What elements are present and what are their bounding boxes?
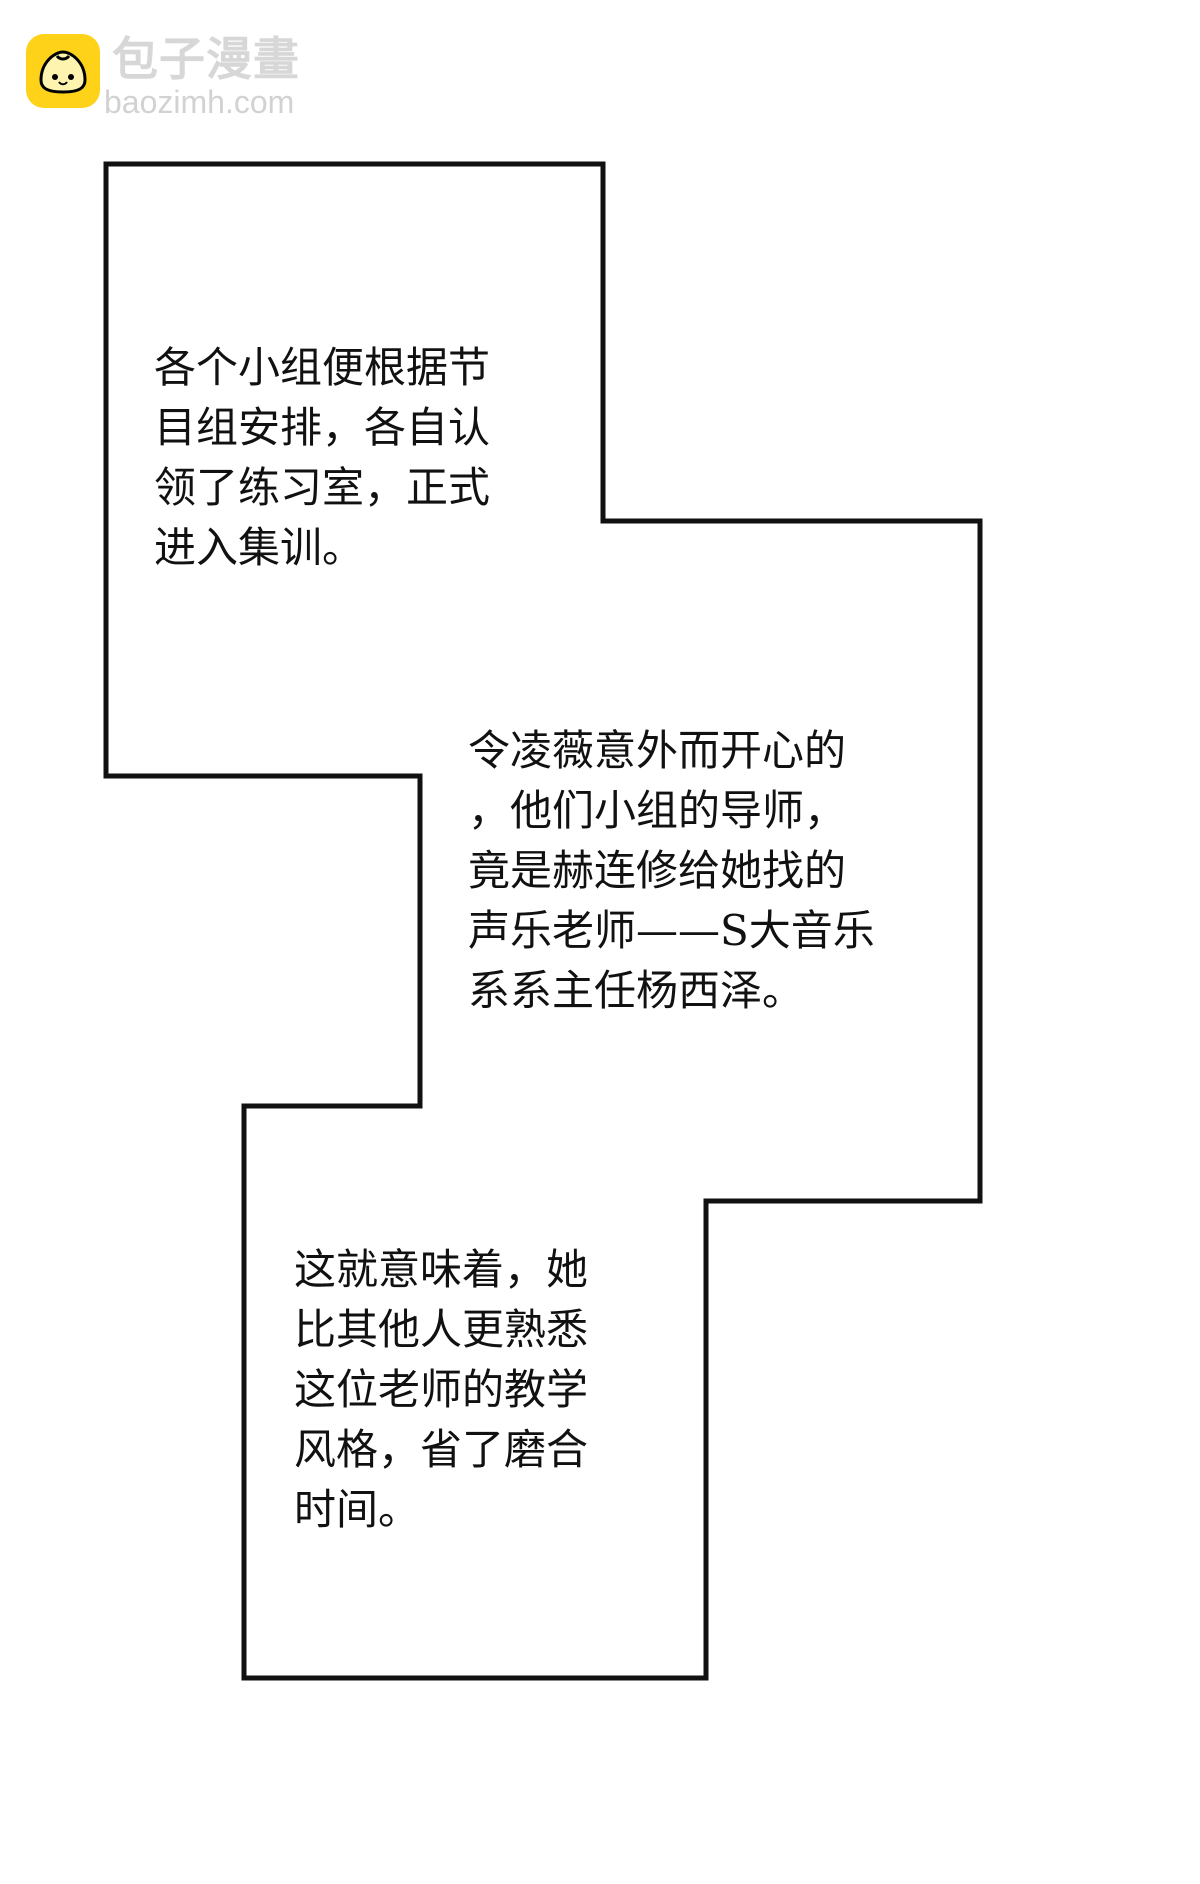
- caption-line: ，他们小组的导师，: [468, 786, 847, 835]
- caption-line: 目组安排，各自认: [154, 403, 491, 452]
- caption-line: 这位老师的教学: [294, 1365, 589, 1414]
- caption-line: 时间。: [294, 1485, 421, 1534]
- caption-line: 这就意味着，她: [294, 1245, 589, 1294]
- watermark-title: 包子漫畫: [112, 32, 300, 86]
- caption-line: 风格，省了磨合: [294, 1425, 589, 1474]
- caption-line: 进入集训。: [154, 523, 365, 572]
- caption-line: 竟是赫连修给她找的: [468, 846, 847, 895]
- caption-line: 比其他人更熟悉: [294, 1305, 589, 1354]
- caption-box-1-frame: [103, 161, 983, 1681]
- caption-box-2: 令凌薇意外而开心的 ，他们小组的导师， 竟是赫连修给她找的 声乐老师——S大音乐…: [468, 721, 875, 1021]
- watermark-url: baozimh.com: [104, 84, 295, 120]
- site-watermark: 包子漫畫 baozimh.com: [26, 34, 326, 120]
- caption-line: 各个小组便根据节: [154, 343, 491, 392]
- steamed-bun-face: [39, 50, 87, 94]
- caption-box-3: 这就意味着，她 比其他人更熟悉 这位老师的教学 风格，省了磨合 时间。: [294, 1240, 588, 1540]
- caption-line: 声乐老师——S大音乐: [468, 906, 875, 955]
- caption-box-1: 各个小组便根据节 目组安排，各自认 领了练习室，正式 进入集训。: [154, 338, 490, 578]
- steamed-bun-icon: [26, 34, 100, 108]
- caption-line: 令凌薇意外而开心的: [468, 726, 847, 775]
- caption-line: 领了练习室，正式: [154, 463, 491, 512]
- caption-line: 系系主任杨西泽。: [468, 966, 805, 1015]
